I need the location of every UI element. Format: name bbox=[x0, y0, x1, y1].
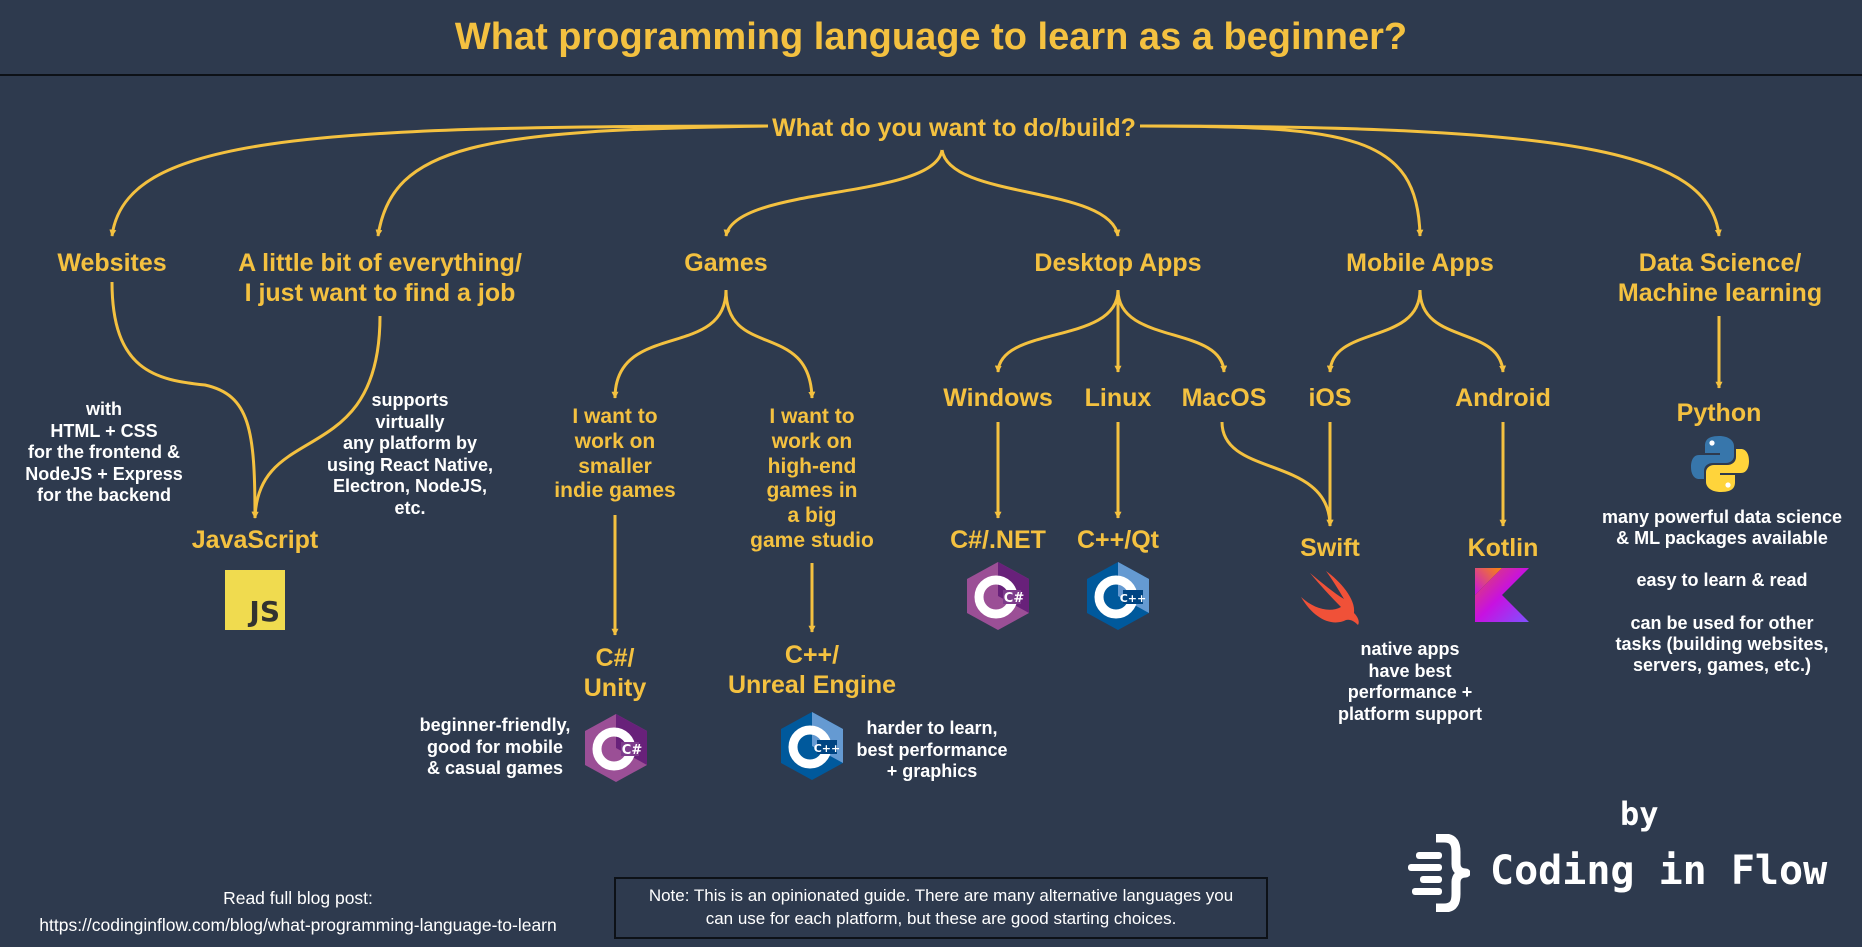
language-python: Python bbox=[1676, 399, 1762, 427]
arrow-macos-to-swift bbox=[1220, 421, 1334, 527]
language-unity: C#/Unity bbox=[583, 644, 647, 702]
svg-text:C#: C# bbox=[622, 743, 643, 758]
title-bar: What programming language to learn as a … bbox=[0, 0, 1862, 76]
blog-url[interactable]: https://codinginflow.com/blog/what-progr… bbox=[39, 915, 557, 936]
language-kotlin: Kotlin bbox=[1467, 534, 1539, 562]
category-desktop-apps: Desktop Apps bbox=[1034, 249, 1202, 277]
cpp-icon: C++ bbox=[1087, 562, 1149, 630]
subcategory-ios: iOS bbox=[1308, 384, 1352, 412]
category-mobile-apps: Mobile Apps bbox=[1346, 249, 1494, 277]
note-unreal: harder to learn,best performance+ graphi… bbox=[856, 718, 1008, 782]
svg-text:C#: C# bbox=[1004, 591, 1025, 606]
arrow-games-to-studio bbox=[724, 289, 816, 399]
language-qt: C++/Qt bbox=[1077, 526, 1159, 554]
category-websites: Websites bbox=[57, 249, 167, 277]
subcategory-linux: Linux bbox=[1084, 384, 1152, 412]
subcategory-windows: Windows bbox=[943, 384, 1053, 412]
arrow-websites-to-js bbox=[110, 281, 259, 519]
arrow-desktop-to-windows bbox=[994, 289, 1120, 373]
root-question: What do you want to do/build? bbox=[772, 114, 1136, 142]
arrow-desktop-to-macos bbox=[1116, 289, 1228, 373]
by-label: by bbox=[1620, 795, 1659, 833]
cpp-icon: C++ bbox=[781, 712, 843, 780]
javascript-icon: JS bbox=[225, 570, 285, 630]
csharp-icon: C# bbox=[967, 562, 1029, 630]
arrow-mobile-to-ios bbox=[1326, 289, 1422, 373]
subcategory-macos: MacOS bbox=[1181, 384, 1267, 412]
arrow-everything-to-js bbox=[251, 315, 382, 519]
language-javascript: JavaScript bbox=[191, 526, 319, 554]
note-python: many powerful data science& ML packages … bbox=[1601, 507, 1843, 676]
category-data-science: Data Science/Machine learning bbox=[1617, 249, 1823, 307]
arrow-to-games bbox=[723, 149, 944, 237]
language-swift: Swift bbox=[1300, 534, 1360, 562]
csharp-icon: C# bbox=[585, 714, 647, 782]
brand-name: Coding in Flow bbox=[1490, 848, 1828, 894]
blog-post-reference: Read full blog post: https://codinginflo… bbox=[8, 885, 588, 939]
svg-text:C++: C++ bbox=[814, 742, 841, 755]
arrow-to-data-science bbox=[1139, 124, 1722, 237]
page-title: What programming language to learn as a … bbox=[454, 16, 1408, 58]
python-icon bbox=[1691, 436, 1749, 492]
swift-icon bbox=[1301, 571, 1359, 625]
subcategory-android: Android bbox=[1455, 384, 1551, 412]
arrow-games-to-indie bbox=[611, 289, 728, 399]
svg-text:C++: C++ bbox=[1120, 592, 1147, 605]
arrow-to-websites bbox=[109, 124, 769, 237]
arrow-mobile-to-android bbox=[1418, 289, 1507, 373]
arrow-to-desktop bbox=[940, 149, 1121, 237]
category-everything: A little bit of everything/I just want t… bbox=[238, 249, 522, 307]
language-unreal: C++/Unreal Engine bbox=[727, 641, 897, 699]
arrow-to-everything bbox=[375, 124, 769, 237]
note-unity: beginner-friendly,good for mobile& casua… bbox=[419, 715, 571, 779]
opinion-note: Note: This is an opinionated guide. Ther… bbox=[614, 877, 1268, 939]
arrow-to-mobile bbox=[1139, 124, 1424, 237]
language-dotnet: C#/.NET bbox=[950, 526, 1046, 554]
blog-label: Read full blog post: bbox=[223, 888, 373, 908]
coding-in-flow-logo-icon bbox=[1408, 834, 1470, 912]
category-games: Games bbox=[684, 249, 768, 277]
kotlin-icon bbox=[1475, 568, 1529, 622]
